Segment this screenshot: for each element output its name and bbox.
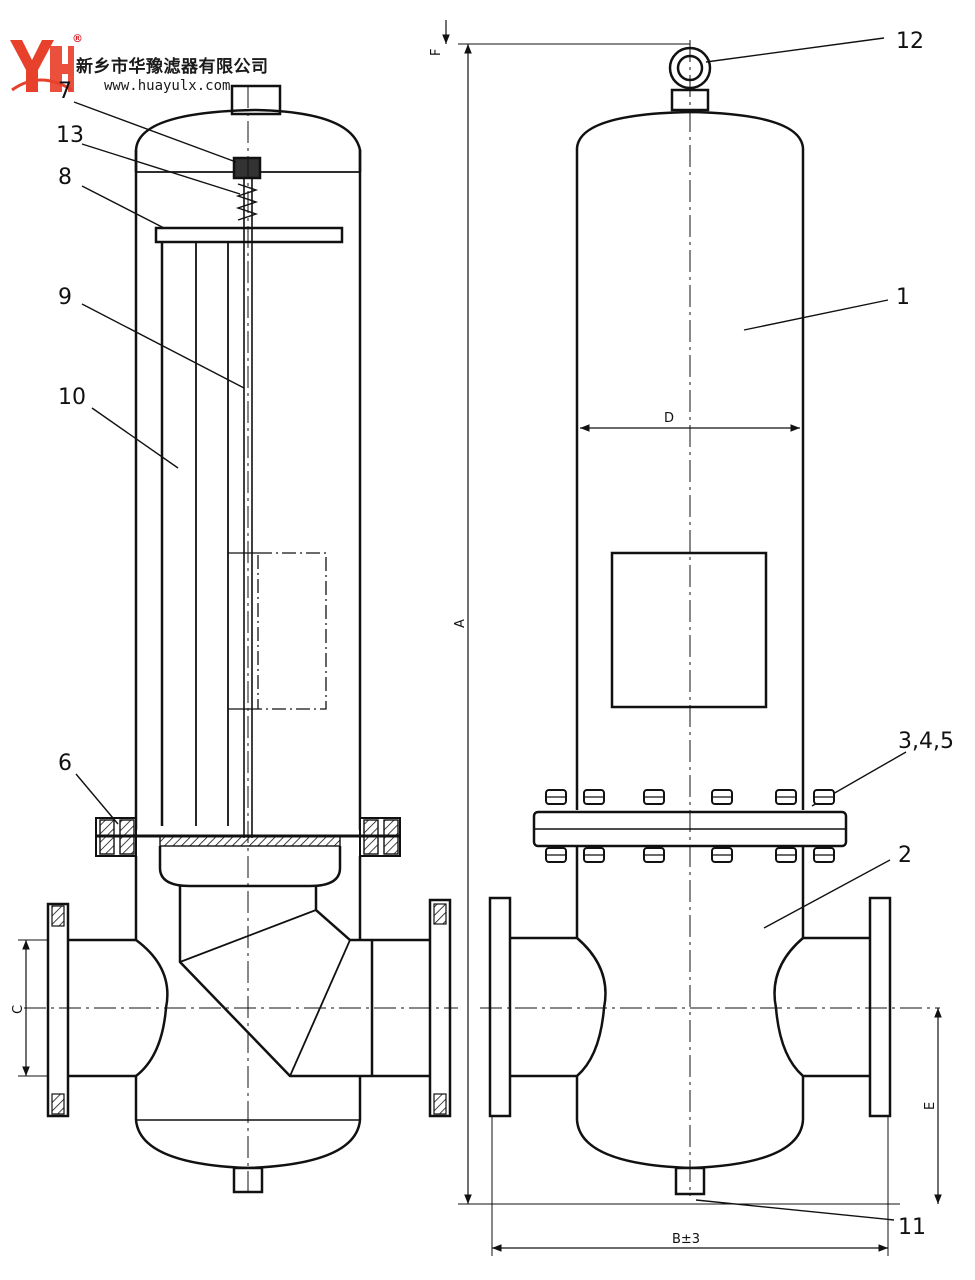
callout-6: 6: [58, 751, 72, 776]
company-name: 新乡市华豫滤器有限公司: [76, 57, 269, 77]
dimension-label-b: B±3: [672, 1232, 700, 1247]
company-logo: ® 新乡市华豫滤器有限公司 www.huayulx.com: [6, 30, 316, 100]
dimension-label-d: D: [664, 411, 674, 426]
callout-11: 11: [898, 1215, 926, 1240]
callout-12: 12: [896, 29, 924, 54]
callout-2: 2: [898, 843, 912, 868]
dimension-label-c: C: [11, 1005, 26, 1014]
callout-8: 8: [58, 165, 72, 190]
registered-mark: ®: [72, 32, 83, 45]
external-view: [442, 20, 942, 1256]
section-view: [18, 84, 458, 1196]
callout-10: 10: [58, 385, 86, 410]
hy-logo-mark-icon: [10, 40, 74, 92]
callout-9: 9: [58, 285, 72, 310]
dimension-label-f: F: [429, 49, 444, 56]
dimension-label-a: A: [453, 619, 468, 628]
callout-1: 1: [896, 285, 910, 310]
flange-bolts: [545, 789, 835, 863]
callout-13: 13: [56, 123, 84, 148]
callout-7: 7: [58, 79, 72, 104]
callout-3-4-5: 3,4,5: [898, 729, 954, 754]
company-url: www.huayulx.com: [104, 78, 231, 94]
dimension-label-e: E: [923, 1102, 938, 1110]
